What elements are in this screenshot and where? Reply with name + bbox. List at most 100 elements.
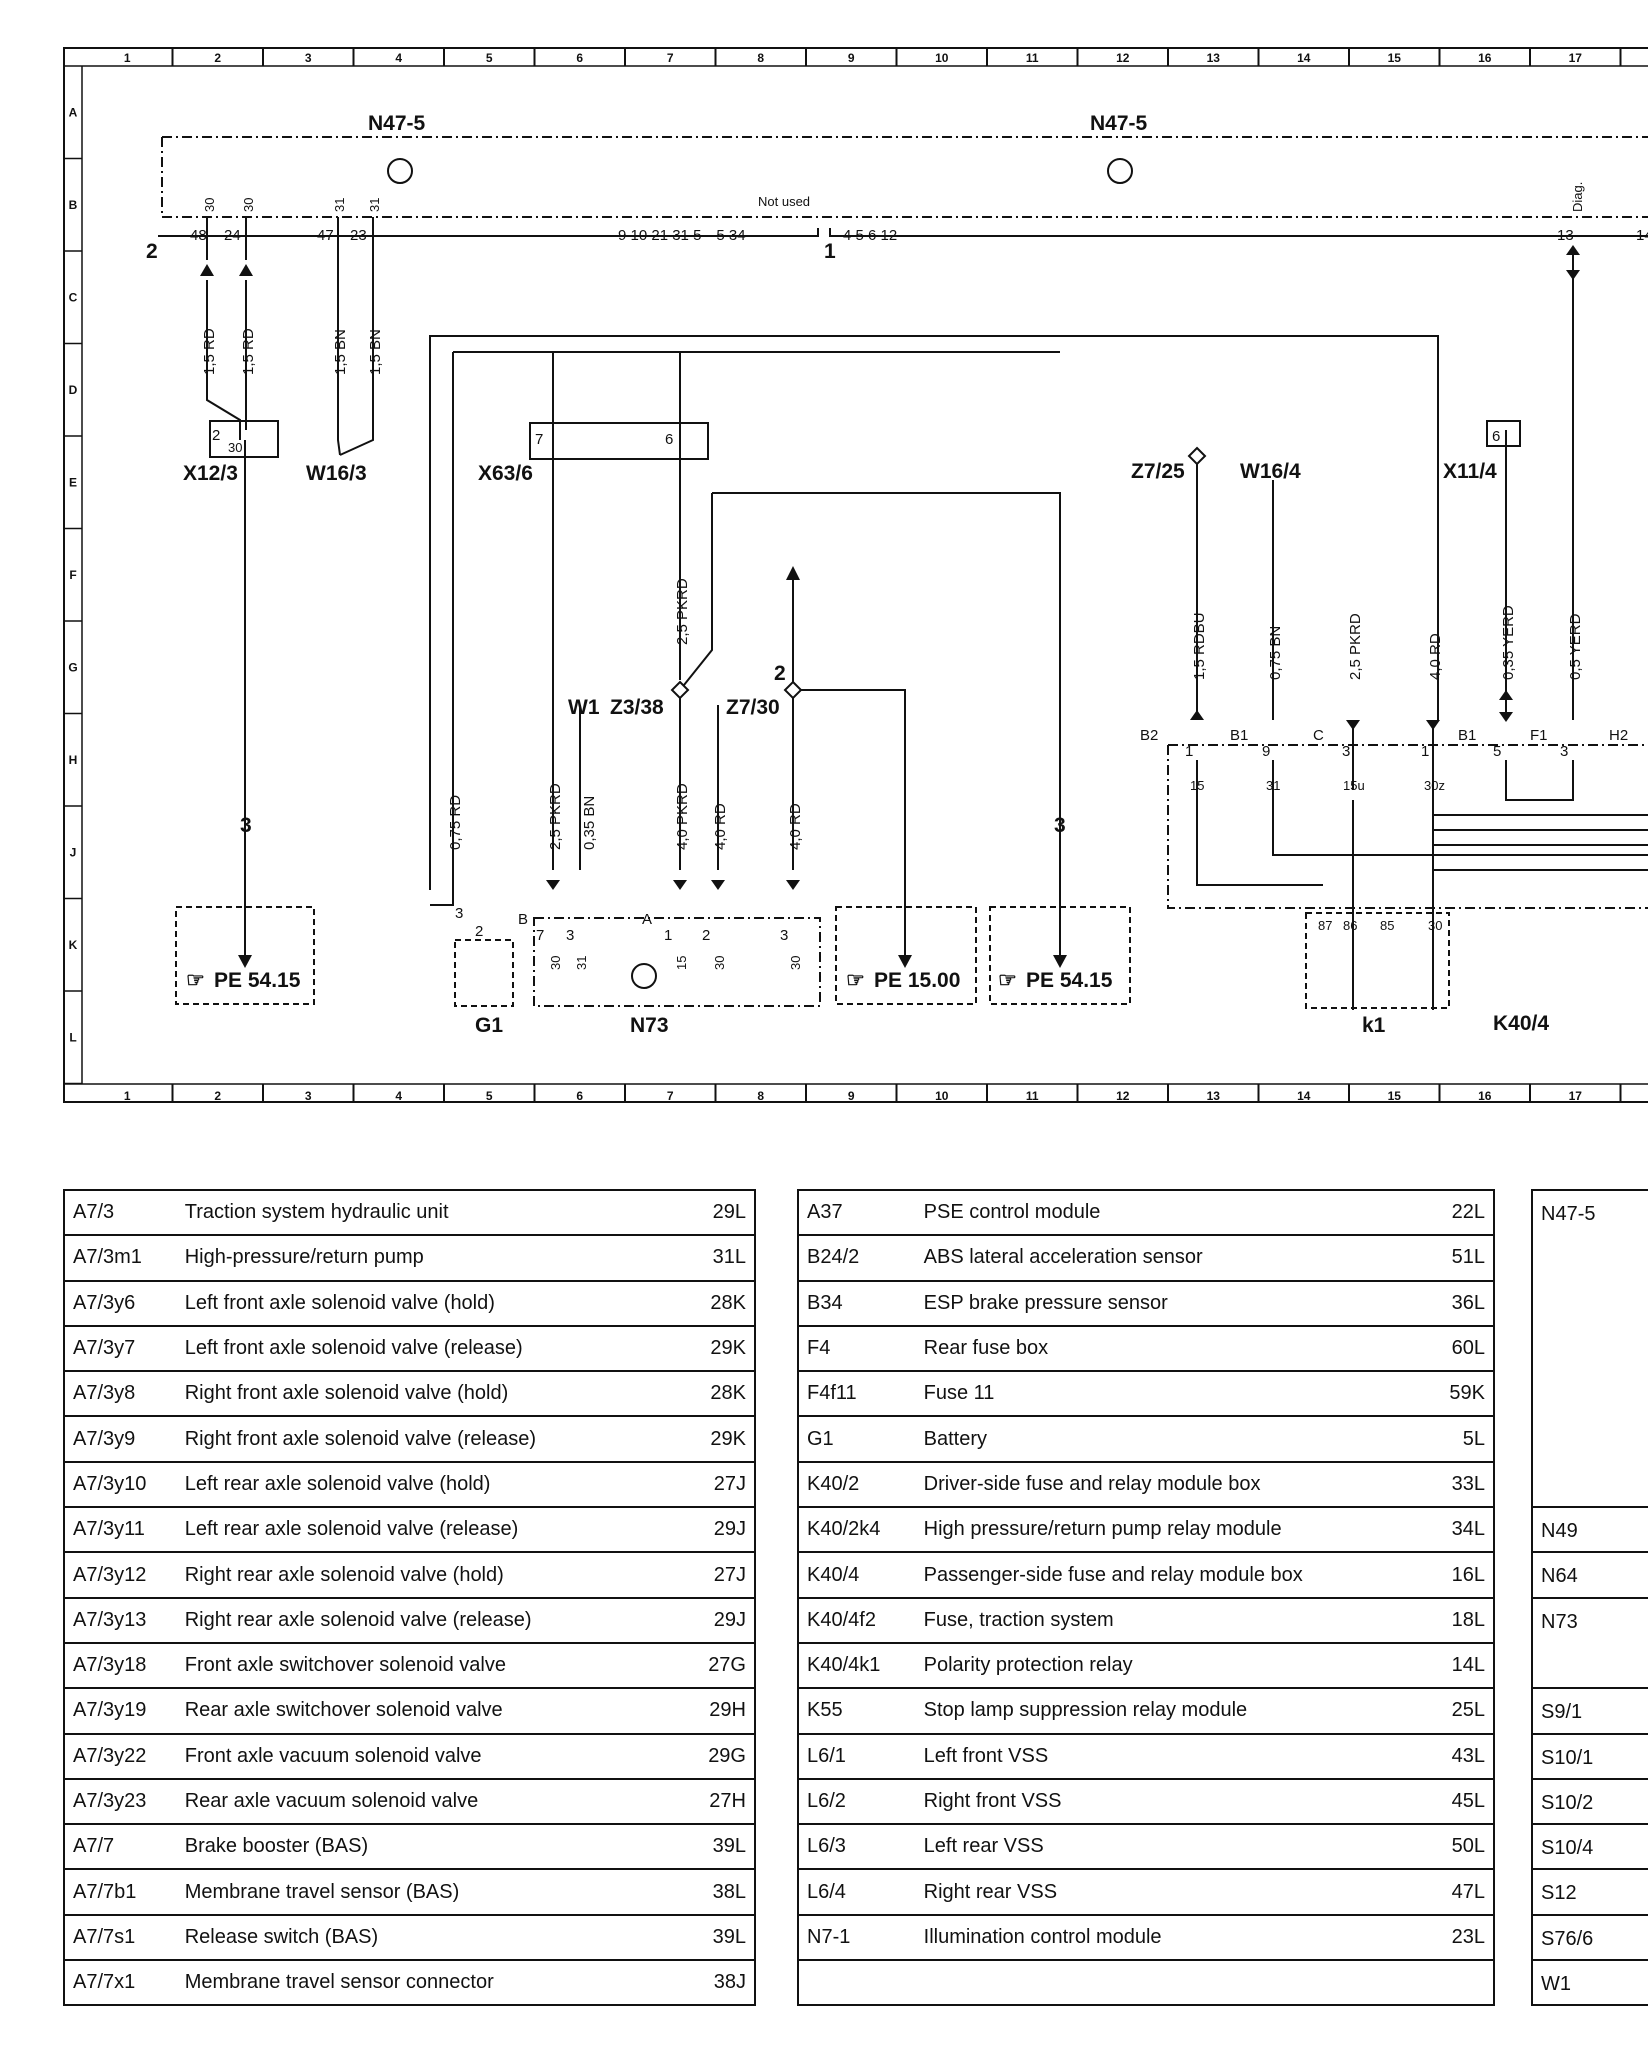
pin: 2 bbox=[212, 427, 220, 444]
grid-reference: 14L bbox=[1419, 1641, 1495, 1690]
pin: 6 bbox=[1492, 428, 1500, 445]
k40-term: 15 bbox=[1190, 778, 1204, 793]
n73-letter: B bbox=[518, 911, 528, 928]
component-code: A7/3y13 bbox=[63, 1596, 177, 1644]
legend-row: S10/1 bbox=[1531, 1732, 1648, 1780]
component-code: W1 bbox=[1531, 1959, 1648, 2007]
component-description: Passenger-side fuse and relay module box bbox=[915, 1551, 1420, 1599]
label-n47-5-left: N47-5 bbox=[368, 112, 426, 135]
component-code: A7/7s1 bbox=[63, 1913, 177, 1962]
wire-label: 4,0 PKRD bbox=[674, 783, 691, 850]
grid-reference: 50L bbox=[1419, 1823, 1495, 1871]
label-n73: N73 bbox=[630, 1014, 669, 1037]
label-k1: k1 bbox=[1362, 1014, 1386, 1037]
legend-row: N73 bbox=[1531, 1596, 1648, 1690]
grid-reference: 31L bbox=[680, 1234, 756, 1282]
pin-term: 30 bbox=[202, 198, 217, 212]
connector-2: 2 bbox=[146, 240, 158, 263]
grid-reference: 59K bbox=[1419, 1370, 1495, 1418]
pin: 47 bbox=[317, 227, 334, 244]
component-description: Release switch (BAS) bbox=[176, 1913, 681, 1962]
grid-reference: 47L bbox=[1419, 1868, 1495, 1916]
component-code: N49 bbox=[1531, 1506, 1648, 1554]
grid-reference: 29G bbox=[680, 1732, 756, 1780]
component-code: S10/4 bbox=[1531, 1823, 1648, 1871]
pin: 13 bbox=[1557, 227, 1574, 244]
k40-term: 15u bbox=[1343, 778, 1365, 793]
component-code: S10/2 bbox=[1531, 1777, 1648, 1826]
component-description: Right front axle solenoid valve (release… bbox=[176, 1415, 681, 1463]
grid-row-label: D bbox=[69, 383, 78, 397]
label-z7-30: Z7/30 bbox=[726, 696, 780, 719]
component-description: Battery bbox=[915, 1415, 1420, 1463]
component-description: ESP brake pressure sensor bbox=[915, 1279, 1420, 1327]
component-description bbox=[915, 1959, 1420, 2007]
component-description: Membrane travel sensor (BAS) bbox=[176, 1868, 681, 1916]
component-code: K55 bbox=[797, 1687, 916, 1735]
label-2-z7-30: 2 bbox=[774, 662, 786, 685]
component-description: Rear axle switchover solenoid valve bbox=[176, 1687, 681, 1735]
component-description: Brake booster (BAS) bbox=[176, 1823, 681, 1871]
diagram-frame bbox=[63, 47, 1648, 1103]
wire-label: 2,5 PKRD bbox=[547, 783, 564, 850]
k40-letter: C bbox=[1313, 727, 1324, 744]
component-code: A7/3y8 bbox=[63, 1370, 177, 1418]
wire-label: 4,0 RD bbox=[712, 803, 729, 850]
grid-column-label: 2 bbox=[214, 51, 221, 65]
wire-label: 1,5 RD bbox=[240, 328, 257, 375]
n73-pin: 3 bbox=[780, 927, 788, 944]
wire-label: 4,0 RD bbox=[1427, 633, 1444, 680]
legend-row: N47-5 bbox=[1531, 1188, 1648, 1509]
legend-row: S9/1 bbox=[1531, 1687, 1648, 1735]
wire-label: 1,5 RD bbox=[201, 328, 218, 375]
pin: 24 bbox=[224, 227, 241, 244]
n73-term: 30 bbox=[712, 956, 727, 970]
component-code: L6/3 bbox=[797, 1823, 916, 1871]
pe-ref-icon: ☞ bbox=[998, 969, 1017, 992]
pe-ref-icon: ☞ bbox=[186, 969, 205, 992]
grid-reference: 29K bbox=[680, 1324, 756, 1373]
grid-column-label: 15 bbox=[1388, 1089, 1402, 1103]
splices bbox=[670, 446, 1207, 700]
grid-row-label: F bbox=[69, 568, 76, 582]
grid-reference: 5L bbox=[1419, 1415, 1495, 1463]
k40-pin: 9 bbox=[1262, 743, 1270, 760]
pe-ref-icon: ☞ bbox=[846, 969, 865, 992]
pin-term: 31 bbox=[332, 198, 347, 212]
n73-term: 15 bbox=[674, 956, 689, 970]
arrow-heads bbox=[200, 245, 1580, 968]
grid-column-label: 8 bbox=[757, 51, 764, 65]
k40-pin: 3 bbox=[1342, 743, 1350, 760]
component-code: A7/7 bbox=[63, 1823, 177, 1871]
component-code: N7-1 bbox=[797, 1913, 916, 1962]
wire-label: 2,5 PKRD bbox=[674, 578, 691, 645]
n73-term: 30 bbox=[548, 956, 563, 970]
wire-label: 1,5 BN bbox=[367, 329, 384, 375]
grid-reference: 43L bbox=[1419, 1732, 1495, 1780]
grid-column-label: 11 bbox=[1026, 1089, 1039, 1103]
grid-row-label: E bbox=[69, 475, 77, 489]
n73-pin: 1 bbox=[664, 927, 672, 944]
label-g1: G1 bbox=[475, 1014, 503, 1037]
label-w1: W1 bbox=[568, 696, 600, 719]
arrow-3-right: 3 bbox=[1054, 814, 1066, 837]
component-code: A7/7x1 bbox=[63, 1959, 177, 2007]
pe-ref-54-15-right: PE 54.15 bbox=[1026, 969, 1113, 992]
component-description: Fuse 11 bbox=[915, 1370, 1420, 1418]
grid-reference: 29J bbox=[680, 1506, 756, 1554]
connector-1: 1 bbox=[824, 240, 836, 263]
component-code: K40/2k4 bbox=[797, 1506, 916, 1554]
wire-label: 1,5 RDBU bbox=[1191, 612, 1208, 680]
grid-column-labels: 1122334455667788991010111112121313141415… bbox=[124, 48, 1622, 1103]
grid-row-label: H bbox=[69, 753, 78, 767]
pe-ref-54-15-left: PE 54.15 bbox=[214, 969, 301, 992]
component-code: A7/3y12 bbox=[63, 1551, 177, 1599]
grid-reference: 36L bbox=[1419, 1279, 1495, 1327]
grid-column-label: 16 bbox=[1478, 51, 1492, 65]
